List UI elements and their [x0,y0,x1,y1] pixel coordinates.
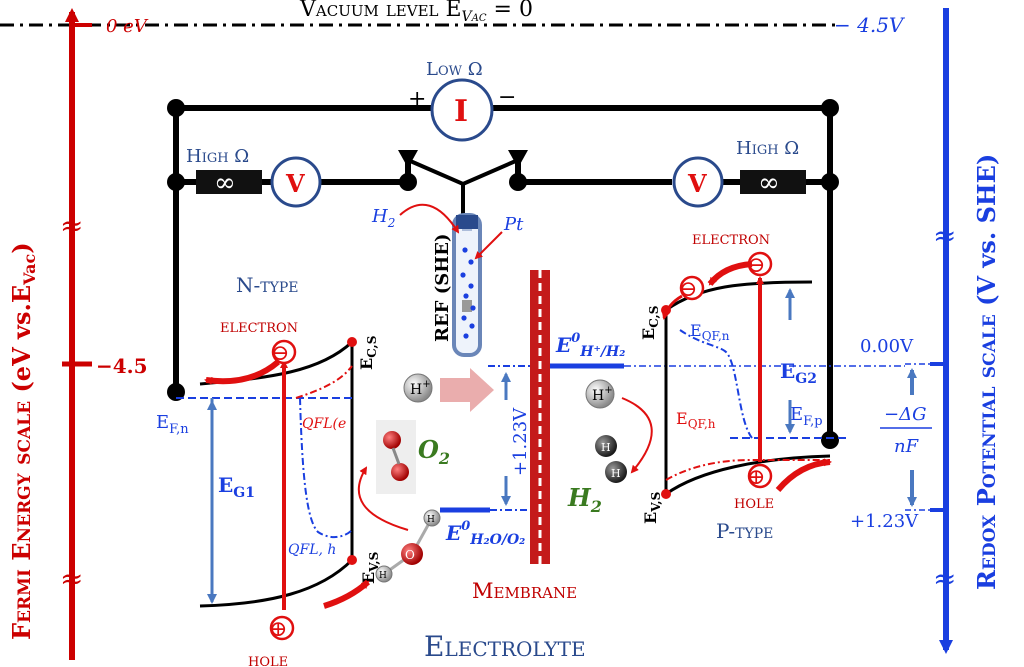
circuit-nodes [167,99,839,449]
resistor-left-symbol: ∞ [214,168,236,198]
right-scale-break-top: ≈ [933,219,956,252]
right-scale-top-label: − 4.5V [834,13,906,37]
proton-label: H+ [410,379,431,398]
o2-molecule [376,420,416,494]
p-type-title: P-type [716,519,773,543]
e-cs-p-label: EC,S [639,306,661,340]
electrolyte-label: Electrolyte [424,630,586,663]
e-g2-label: EG2 [780,359,817,387]
e-qfn-label: EQF,n [690,321,730,343]
p-type-band-diagram: P-type EC,S EV,S EQF,n EQF,h EF,p EG2 ⊖ … [639,228,850,543]
high-ohm-left-label: High Ω [186,146,249,167]
h2o-molecule: O H H [375,509,441,583]
left-scale-mid-label: −4.5 [96,354,148,378]
proton-right-label: H+ [592,385,613,404]
e-fp-label: EF,p [790,404,823,429]
ammeter-plus: + [408,87,426,112]
left-scale-break-bottom: ≈ [60,562,83,595]
voltmeter-right-symbol: V [687,169,707,198]
e-qfh-label: EQF,h [676,409,716,431]
right-scale-zero-label: 0.00V [860,336,914,357]
e-fn-label: EF,n [156,412,189,437]
hole-n-symbol: ⊕ [269,617,287,642]
delta-g-denominator: nF [894,436,920,457]
o2-label: O2 [418,435,450,468]
e-vs-p-label: EV,S [641,492,663,524]
voltmeter-left: ∞ High Ω V [186,146,322,208]
electron-p2-symbol: ⊖ [679,277,697,302]
h2o-o-atom: O [405,548,415,562]
ammeter-minus: − [498,85,516,110]
right-scale-bottom-label: +1.23V [850,511,919,532]
h2-atom-1: H [601,441,611,454]
h2-label: H2 [567,483,602,516]
h2-atom-2: H [611,467,621,480]
e-g1-label: EG1 [218,473,255,501]
ammeter: I Low Ω + − [408,59,516,142]
qfl-e-label: QFL(e [302,416,346,432]
vacuum-level-label: Vacuum level EVac = 0 [299,0,533,25]
electron-n-symbol: ⊖ [271,341,289,366]
voltmeter-right: V ∞ High Ω [672,138,806,208]
right-scale-title: Redox Potential scale (V vs. SHE) [972,154,1001,590]
vacuum-level: Vacuum level EVac = 0 [0,0,840,27]
e-cs-n-label: EC,S [357,336,379,370]
e-h-label: E0H⁺/H₂ [555,331,625,360]
e-o-label: E0H₂O/O₂ [445,519,525,548]
fermi-energy-scale: ≈ ≈ 0 eV −4.5 Fermi Energy scale (eV vs.… [7,8,149,660]
h2-gas-label: H2 [371,206,395,230]
electron-p-label: electron [692,228,770,249]
h2-molecule: H H [595,435,627,483]
voltmeter-left-symbol: V [285,169,305,198]
left-scale-top-label: 0 eV [106,16,149,37]
ammeter-symbol: I [454,94,468,129]
left-scale-title: Fermi Energy scale (eV vs.EVac) [7,242,39,640]
reference-electrode: REF (SHE) H2 Pt [371,203,524,357]
pt-label: Pt [503,214,524,235]
hole-p-label: hole [734,492,774,513]
delta-g-numerator: −ΔG [884,404,926,425]
redox-potential-scale: ≈ ≈ − 4.5V 0.00V +1.23V Redox Potential … [834,8,1001,654]
high-ohm-right-label: High Ω [736,138,799,159]
electrolyte-region: Membrane Electrolyte E0H⁺/H₂ E0H₂O/O₂ +1… [357,270,905,663]
left-scale-break-top: ≈ [60,209,83,242]
resistor-right-symbol: ∞ [758,168,780,198]
right-scale-break-bottom: ≈ [933,562,956,595]
ref-electrode-label: REF (SHE) [432,234,453,342]
n-type-band-diagram: N-type QFL(e QFL, h EF,n EC,S EV,S EG1 ⊖… [156,273,381,667]
n-type-title: N-type [236,273,298,297]
h2o-h-atom-2: H [427,515,435,525]
electron-p-symbol: ⊖ [747,253,765,278]
hole-p-symbol: ⊕ [747,465,765,490]
h2o-h-atom-1: H [379,571,387,581]
electron-n-label: electron [220,316,298,337]
qfl-h-label: QFL, h [288,542,336,558]
potential-label: +1.23V [510,407,531,476]
ammeter-label: Low Ω [426,59,483,80]
membrane-label: Membrane [472,579,577,603]
hole-n-label: hole [248,650,288,667]
